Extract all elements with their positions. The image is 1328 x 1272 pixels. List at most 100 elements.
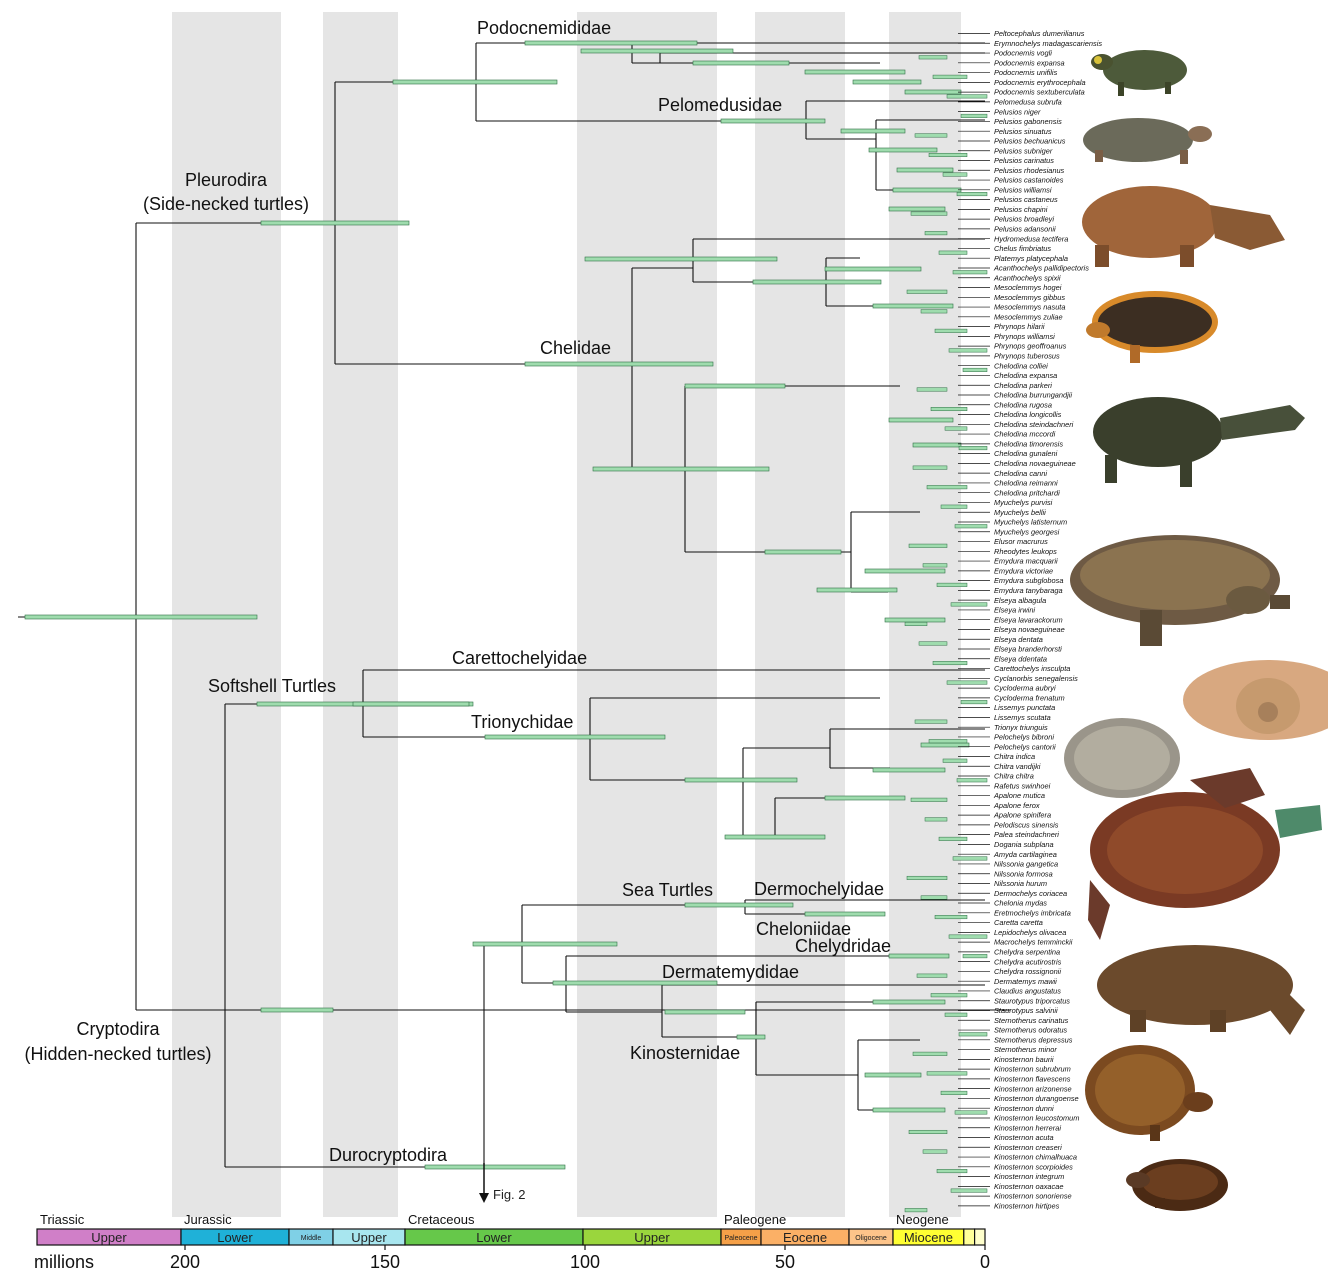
tip-label: Acanthochelys spixii	[993, 273, 1061, 282]
age-bar	[525, 362, 713, 366]
age-bar	[945, 1013, 967, 1017]
age-bar	[913, 1052, 947, 1056]
tip-label: Erymnochelys madagascariensis	[994, 39, 1102, 48]
age-bar	[939, 837, 967, 841]
matamata-photo	[1082, 186, 1285, 267]
label-dermochelyidae: Dermochelyidae	[754, 879, 884, 899]
age-bar	[949, 349, 987, 353]
age-bar	[947, 95, 987, 99]
tip-label: Kinosternon subrubrum	[994, 1065, 1071, 1074]
age-bar	[941, 505, 967, 509]
age-bar	[927, 485, 967, 489]
age-bar	[911, 212, 947, 216]
time-band	[577, 12, 717, 1217]
age-bar	[953, 270, 987, 274]
tip-label: Chitra chitra	[994, 772, 1034, 781]
tip-label: Sternotherus minor	[994, 1045, 1057, 1054]
epoch-label: Middle	[301, 1235, 322, 1242]
tip-label: Chelodina canni	[994, 469, 1047, 478]
age-bar	[865, 1073, 921, 1077]
age-bar	[905, 622, 927, 626]
age-bar	[961, 700, 987, 704]
tip-label: Emydura tanybaraga	[994, 586, 1063, 595]
tip-label: Mesoclemmys nasuta	[994, 303, 1065, 312]
tip-label: Dermatemys mawii	[994, 977, 1057, 986]
mud-turtle-photo	[1085, 1045, 1213, 1141]
period-label: Jurassic	[184, 1212, 232, 1227]
tip-label: Elseya lavarackorum	[994, 615, 1063, 624]
age-bar	[873, 768, 945, 772]
age-bar	[737, 1035, 765, 1039]
tip-label: Chelodina parkeri	[994, 381, 1052, 390]
tip-label: Elseya irwini	[994, 606, 1035, 615]
tip-label: Chelodina colliei	[994, 361, 1048, 370]
epoch-label: Lower	[217, 1230, 253, 1245]
tip-label: Pelusios adansonii	[994, 225, 1056, 234]
age-bar	[261, 1008, 333, 1012]
age-bar	[913, 466, 947, 470]
age-bar	[915, 134, 947, 138]
age-bar	[919, 56, 947, 60]
pelusios-photo	[1083, 118, 1212, 164]
tip-label: Mesoclemmys hogei	[994, 283, 1062, 292]
tip-label: Cyclanorbis senegalensis	[994, 674, 1078, 683]
turtle-photos	[1064, 50, 1328, 1211]
age-bar	[873, 304, 953, 308]
age-bar	[841, 129, 905, 133]
tip-label: Kinosternon creaseri	[994, 1143, 1062, 1152]
age-bar	[937, 1169, 967, 1173]
tip-label: Pelusios broadleyi	[994, 215, 1054, 224]
tip-label: Palea steindachneri	[994, 830, 1059, 839]
tip-label: Chitra indica	[994, 752, 1035, 761]
emydura-photo	[1070, 535, 1290, 646]
age-bar	[923, 1150, 947, 1154]
age-bar	[921, 896, 947, 900]
tip-label: Pelusios bechuanicus	[994, 137, 1066, 146]
age-bar	[959, 446, 987, 450]
tip-label: Sternotherus carinatus	[994, 1016, 1069, 1025]
tip-label: Amyda cartilaginea	[993, 850, 1057, 859]
age-bar	[929, 153, 967, 157]
age-bar	[873, 1108, 945, 1112]
age-bar	[685, 778, 797, 782]
tip-label: Chelodina reimanni	[994, 479, 1058, 488]
tip-label: Emydura macquarii	[994, 557, 1058, 566]
axis-tick-label: 150	[370, 1252, 400, 1272]
age-bar	[917, 974, 947, 978]
age-bar	[919, 642, 947, 646]
period-label: Neogene	[896, 1212, 949, 1227]
tip-label: Dermochelys coriacea	[994, 889, 1067, 898]
age-bar	[929, 739, 967, 743]
age-bar	[957, 779, 987, 783]
label-kinosternidae: Kinosternidae	[630, 1043, 740, 1063]
tip-label: Kinosternon leucostomum	[994, 1114, 1079, 1123]
tip-label: Staurotypus triporcatus	[994, 996, 1070, 1005]
age-bar	[931, 993, 967, 997]
axis-tick-label: 200	[170, 1252, 200, 1272]
label-pelomedusidae: Pelomedusidae	[658, 95, 782, 115]
label-carettochelyidae: Carettochelyidae	[452, 648, 587, 668]
geologic-timescale: TriassicJurassicCretaceousPaleogeneNeoge…	[34, 1212, 990, 1272]
age-bar	[937, 583, 967, 587]
epoch-label: Oligocene	[855, 1235, 887, 1242]
age-bar	[931, 407, 967, 411]
tip-label: Chelodina novaeguineae	[994, 459, 1076, 468]
tip-label: Chelodina longicollis	[994, 410, 1062, 419]
tip-label: Pelodiscus sinensis	[994, 820, 1059, 829]
age-bar	[665, 1010, 745, 1014]
tip-label: Pelomedusa subrufa	[994, 97, 1062, 106]
tip-label: Trionyx triunguis	[994, 723, 1048, 732]
tip-label: Nilssonia formosa	[994, 869, 1053, 878]
tip-label: Kinosternon sonoriense	[994, 1192, 1072, 1201]
alligator-snapping-turtle-photo	[1097, 945, 1305, 1035]
age-bar	[925, 818, 947, 822]
tip-label: Peltocephalus dumerilianus	[994, 29, 1085, 38]
chelodina-photo	[1093, 397, 1305, 487]
tip-label: Chelodina burrungandjii	[994, 391, 1072, 400]
alternating-time-bands	[172, 12, 961, 1217]
musk-turtle-photo	[1126, 1159, 1228, 1211]
podocnemis-photo	[1091, 50, 1187, 96]
age-bar	[951, 1189, 987, 1193]
epoch-label: Eocene	[783, 1230, 827, 1245]
